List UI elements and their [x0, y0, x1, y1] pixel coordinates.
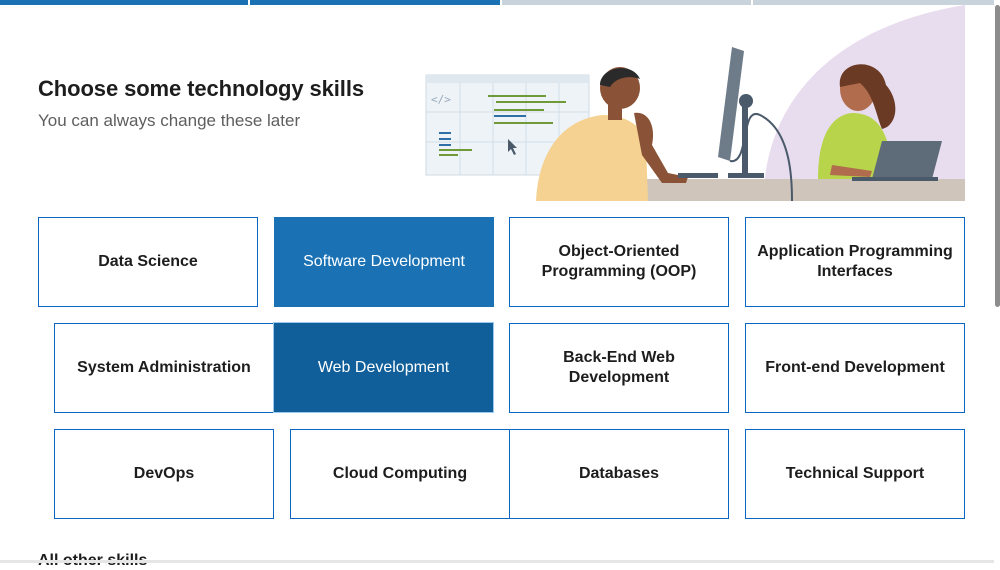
progress-step-3	[502, 0, 751, 5]
page-subtitle: You can always change these later	[38, 111, 301, 130]
list-icon	[439, 132, 451, 146]
skill-card-front-end-development[interactable]: Front-end Development	[745, 323, 965, 413]
skill-card-data-science[interactable]: Data Science	[38, 217, 258, 307]
code-glyph: </>	[431, 93, 451, 106]
progress-step-4	[753, 0, 1000, 5]
hero-illustration: </>	[420, 5, 965, 201]
skill-card-databases[interactable]: Databases	[509, 429, 729, 519]
skill-card-software-development[interactable]: Software Development	[274, 217, 494, 307]
laptop-icon	[852, 141, 942, 181]
progress-step-1	[0, 0, 248, 5]
skill-card-web-development[interactable]: Web Development	[273, 322, 494, 413]
monitor-icon	[718, 47, 793, 201]
page-title: Choose some technology skills	[38, 76, 364, 101]
mouse-cursor-icon	[508, 139, 517, 155]
skill-card-devops[interactable]: DevOps	[54, 429, 274, 519]
skill-card-application-programming-interfaces[interactable]: Application Programming Interfaces	[745, 217, 965, 307]
skill-card-cloud-computing[interactable]: Cloud Computing	[290, 429, 510, 519]
skill-card-object-oriented-programming[interactable]: Object-Oriented Programming (OOP)	[509, 217, 729, 307]
footer-divider	[0, 560, 1000, 563]
scrollbar-thumb[interactable]	[995, 5, 1000, 307]
skill-card-technical-support[interactable]: Technical Support	[745, 429, 965, 519]
progress-bar	[0, 0, 1000, 5]
progress-step-2	[250, 0, 500, 5]
skill-card-system-administration[interactable]: System Administration	[54, 323, 274, 413]
skill-card-back-end-web-development[interactable]: Back-End Web Development	[509, 323, 729, 413]
